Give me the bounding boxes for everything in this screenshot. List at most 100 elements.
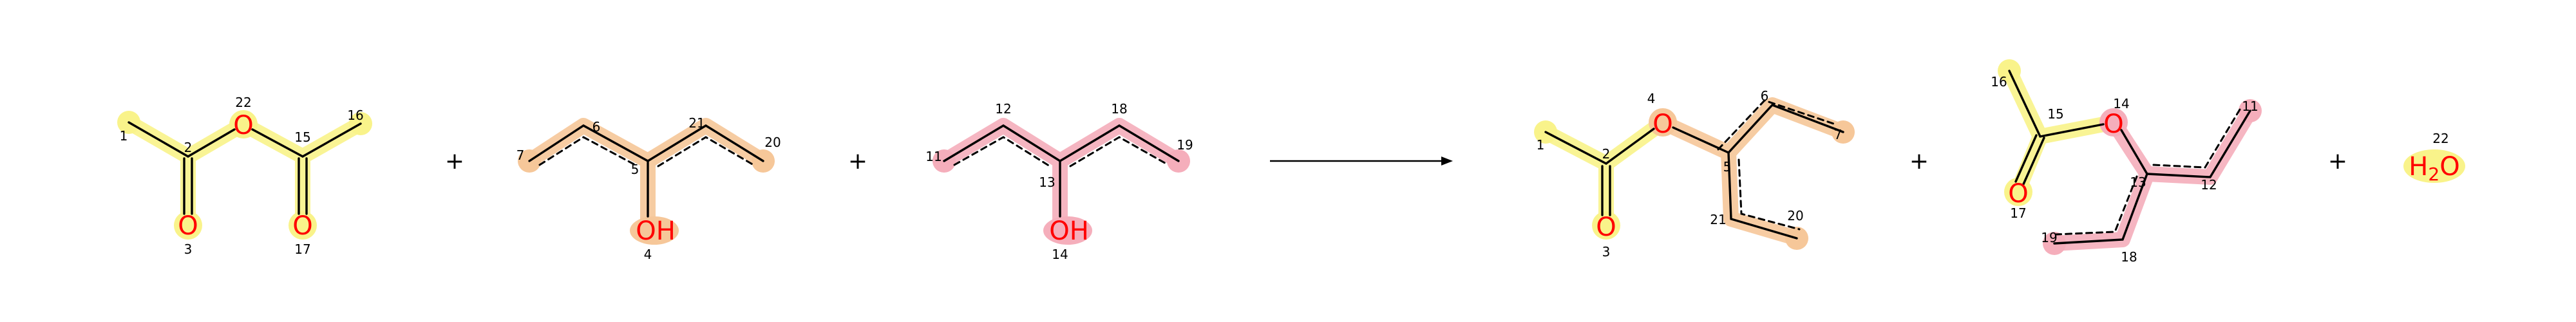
atom-number: 20 (1787, 208, 1803, 223)
atom-number: 16 (347, 108, 363, 123)
atom-number: 14 (1052, 247, 1068, 262)
atom-number: 11 (925, 149, 942, 164)
atom-number: 17 (294, 242, 310, 257)
highlight-disk (289, 211, 317, 240)
oxygen-atom: O (178, 211, 198, 241)
atom-number: 5 (1723, 159, 1732, 175)
highlight-atom-disks (117, 110, 372, 240)
highlight-disk (2004, 178, 2032, 206)
atom-number: 19 (2041, 230, 2057, 245)
atom-number: 7 (516, 147, 525, 163)
oxygen-atom: O (2103, 109, 2123, 139)
aromatic-bond (1717, 99, 1837, 151)
atom-number: 18 (2121, 249, 2137, 265)
atom-number: 4 (644, 247, 652, 262)
atom-number: 14 (2113, 96, 2129, 111)
atom-number: 3 (184, 242, 193, 257)
atom-number: 6 (592, 119, 601, 135)
bond (2008, 70, 2041, 138)
bond (2022, 137, 2045, 185)
aromatic-bond (953, 136, 1051, 167)
atom-number: 20 (764, 135, 781, 150)
bond (1727, 104, 1844, 154)
oxygen-symbol: O (2439, 152, 2459, 182)
highlight-disk (1592, 211, 1620, 240)
aromatic-bond (2054, 175, 2138, 236)
atom-number: 17 (2010, 205, 2026, 221)
bond (128, 121, 189, 158)
atom-number: 22 (2432, 131, 2448, 146)
plus-sign: + (445, 148, 464, 175)
atom-number: 21 (688, 115, 705, 131)
oxygen-atom: O (2008, 179, 2028, 209)
hydroxyl-group: OH (636, 216, 676, 246)
atom-number: 4 (1647, 91, 1656, 106)
oxygen-atom: O (1596, 213, 1616, 242)
aromatic-bond (1738, 158, 1801, 231)
highlight-disk (229, 110, 258, 138)
atom-number: 18 (1111, 101, 1127, 117)
reactant-acetic-anhydride: O O O 1 2 3 22 15 17 16 (117, 95, 372, 257)
highlight-disk (1043, 216, 1092, 245)
highlight-atom-disks (1649, 108, 1855, 250)
atom-number: 11 (2242, 99, 2258, 114)
atom-number: 7 (1834, 127, 1842, 142)
bond (301, 122, 362, 158)
atom-number: 1 (1537, 137, 1545, 153)
plus-sign: + (2328, 148, 2347, 175)
atom-number: 2 (1602, 146, 1611, 162)
atom-number: 3 (1602, 244, 1611, 260)
subscript-two: 2 (2428, 164, 2439, 185)
atom-number: 16 (1991, 74, 2007, 90)
bond (1672, 126, 1730, 154)
product-ester-a: O O 1 2 3 4 5 6 7 21 20 (1534, 88, 1855, 260)
hydrogen-symbol: H (2409, 152, 2428, 182)
arrow-head (1441, 156, 1453, 166)
atom-number: 13 (2130, 175, 2146, 190)
aromatic-bond (657, 136, 755, 167)
atom-number: 12 (995, 101, 1011, 117)
highlight-disk (174, 211, 202, 240)
water-formula: H2O (2409, 152, 2459, 185)
bond (2146, 109, 2251, 178)
highlight-acetyl (1538, 115, 1671, 233)
reactant-alcohol-a: OH 7 6 5 4 21 20 (516, 115, 781, 262)
bond (1727, 151, 1798, 240)
bond (2120, 129, 2148, 175)
plus-sign: + (1909, 148, 1929, 175)
atom-number: 15 (2047, 106, 2063, 122)
bond (187, 128, 236, 158)
highlight-disk (630, 216, 679, 245)
reactant-alcohol-b: OH 11 12 13 14 18 19 (925, 101, 1193, 262)
atom-number: 21 (1710, 212, 1726, 227)
atom-number: 13 (1039, 175, 1055, 190)
atom-number: 22 (235, 95, 251, 110)
hydroxyl-group: OH (1049, 216, 1089, 246)
atom-number: 2 (184, 140, 193, 155)
highlight-disk (2403, 149, 2465, 183)
aromatic-bond (538, 136, 639, 167)
oxygen-atom: O (233, 111, 253, 140)
bond (1544, 131, 1607, 165)
product-water: H2O 22 (2403, 131, 2465, 185)
bond (2014, 134, 2038, 183)
atom-number: 15 (294, 129, 310, 145)
bond (1605, 128, 1655, 165)
reaction-arrow (1270, 156, 1453, 166)
atom-number: 12 (2201, 177, 2217, 193)
oxygen-atom: O (1653, 109, 1672, 139)
oxygen-atom: O (292, 211, 312, 241)
aromatic-bond (2152, 108, 2241, 169)
plus-sign: + (848, 148, 867, 175)
atom-number: 19 (1177, 137, 1193, 153)
aromatic-bond (1069, 136, 1170, 167)
bond (251, 128, 304, 158)
atom-number: 5 (631, 162, 639, 177)
highlight-disk (1649, 108, 1677, 137)
product-ester-b: O O 16 15 17 14 13 12 11 19 18 (1991, 59, 2262, 265)
atom-number: 1 (120, 128, 128, 144)
highlight-acetyl (2002, 63, 2121, 198)
bond (2053, 173, 2148, 245)
atom-number: 6 (1761, 88, 1769, 104)
